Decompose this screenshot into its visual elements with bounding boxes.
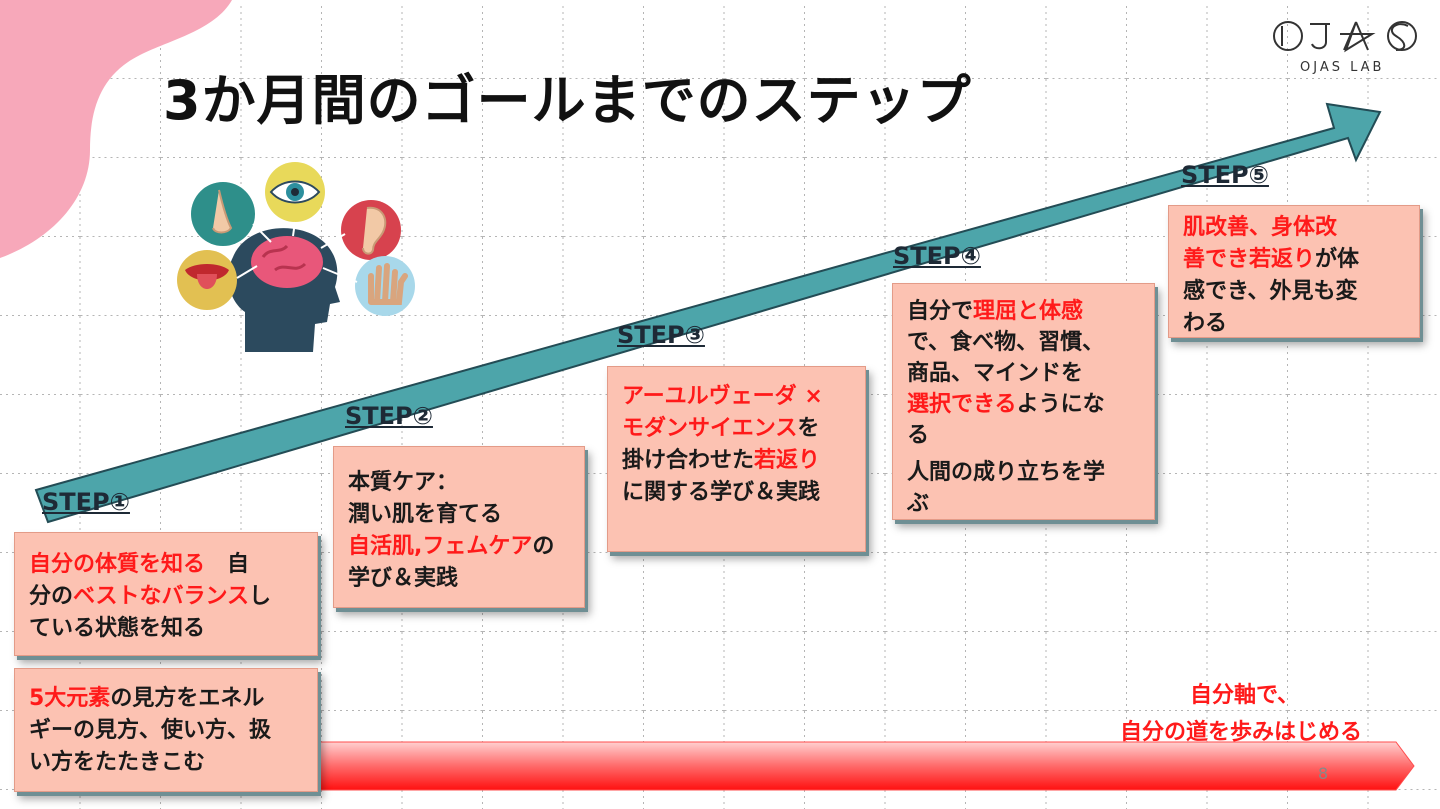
text-red: 肌改善、身体改 bbox=[1183, 215, 1338, 240]
step-5-box: 肌改善、身体改 善でき若返りが体 感でき、外見も変 わる bbox=[1168, 205, 1420, 338]
text: ている状態を知る bbox=[29, 616, 206, 641]
text: 商品、マインドを bbox=[907, 361, 1084, 386]
text: る bbox=[907, 423, 930, 448]
text: に関する学び＆実践 bbox=[622, 480, 821, 505]
text: が体 bbox=[1315, 247, 1360, 272]
text: を bbox=[797, 416, 820, 441]
text-red: 理屈と体感 bbox=[973, 299, 1084, 324]
ear-icon bbox=[341, 200, 401, 260]
text: 分の bbox=[29, 584, 74, 609]
text-red: 善でき若返り bbox=[1183, 247, 1316, 272]
text-red: アーユルヴェーダ × bbox=[622, 384, 823, 409]
step-3-label: STEP③ bbox=[617, 321, 705, 349]
ojas-logo bbox=[1273, 21, 1417, 53]
step-1-box: 自分の体質を知る 自 分のベストなバランスし ている状態を知る bbox=[14, 532, 318, 656]
text: 自 bbox=[205, 552, 250, 577]
nose-icon bbox=[191, 182, 255, 246]
goal-text-line1: 自分軸で、 bbox=[1190, 683, 1300, 708]
text: い方をたたきこむ bbox=[29, 750, 206, 775]
step-1-detail-box: 5大元素の見方をエネル ギーの見方、使い方、扱 い方をたたきこむ bbox=[14, 668, 318, 792]
text: わる bbox=[1183, 311, 1228, 336]
step-5-label: STEP⑤ bbox=[1181, 161, 1269, 189]
step-4-label: STEP④ bbox=[893, 242, 981, 270]
eye-icon bbox=[265, 162, 325, 222]
text: 本質ケア： bbox=[348, 470, 459, 495]
page-number: 8 bbox=[1318, 764, 1329, 783]
text: ようにな bbox=[1016, 392, 1105, 417]
text: で、食べ物、習慣、 bbox=[907, 330, 1105, 355]
text: の見方をエネル bbox=[110, 686, 265, 711]
text: 潤い肌を育てる bbox=[348, 502, 503, 527]
text: 感でき、外見も変 bbox=[1183, 279, 1358, 304]
corner-decoration bbox=[0, 0, 232, 258]
text-red: 自分の体質を知る bbox=[29, 552, 206, 577]
text: ギーの見方、使い方、扱 bbox=[29, 718, 272, 743]
text-red: 選択できる bbox=[907, 392, 1017, 417]
step-4-box: 自分で理屈と体感 で、食べ物、習慣、 商品、マインドを 選択できるようにな る … bbox=[892, 283, 1155, 520]
step-1-label: STEP① bbox=[42, 488, 130, 516]
head-brain-icon bbox=[228, 228, 340, 352]
goal-text-line2: 自分の道を歩みはじめる bbox=[1120, 720, 1363, 745]
tongue-icon bbox=[177, 250, 237, 310]
page-title: 3か月間のゴールまでのステップ bbox=[163, 69, 972, 132]
text-red: モダンサイエンス bbox=[622, 416, 798, 441]
text: 学び＆実践 bbox=[348, 566, 459, 591]
text: 自分で bbox=[907, 299, 974, 324]
text-red: 若返り bbox=[754, 448, 821, 473]
step-2-box: 本質ケア： 潤い肌を育てる 自活肌,フェムケアの 学び＆実践 bbox=[333, 446, 585, 608]
step-2-label: STEP② bbox=[345, 402, 433, 430]
text: し bbox=[249, 584, 272, 609]
text-red: 5大元素 bbox=[29, 686, 111, 711]
text: 人間の成り立ちを学 bbox=[907, 460, 1106, 485]
text-red: ベストなバランス bbox=[73, 584, 250, 609]
text-red: 自活肌,フェムケア bbox=[348, 534, 533, 559]
text: の bbox=[532, 534, 555, 559]
step-3-box: アーユルヴェーダ × モダンサイエンスを 掛け合わせた若返り に関する学び＆実践 bbox=[607, 366, 866, 552]
hand-icon bbox=[355, 256, 415, 316]
senses-illustration bbox=[177, 162, 415, 352]
logo-text: OJAS LAB bbox=[1300, 60, 1385, 75]
text: 掛け合わせた bbox=[622, 448, 755, 473]
text: ぶ bbox=[907, 491, 930, 516]
